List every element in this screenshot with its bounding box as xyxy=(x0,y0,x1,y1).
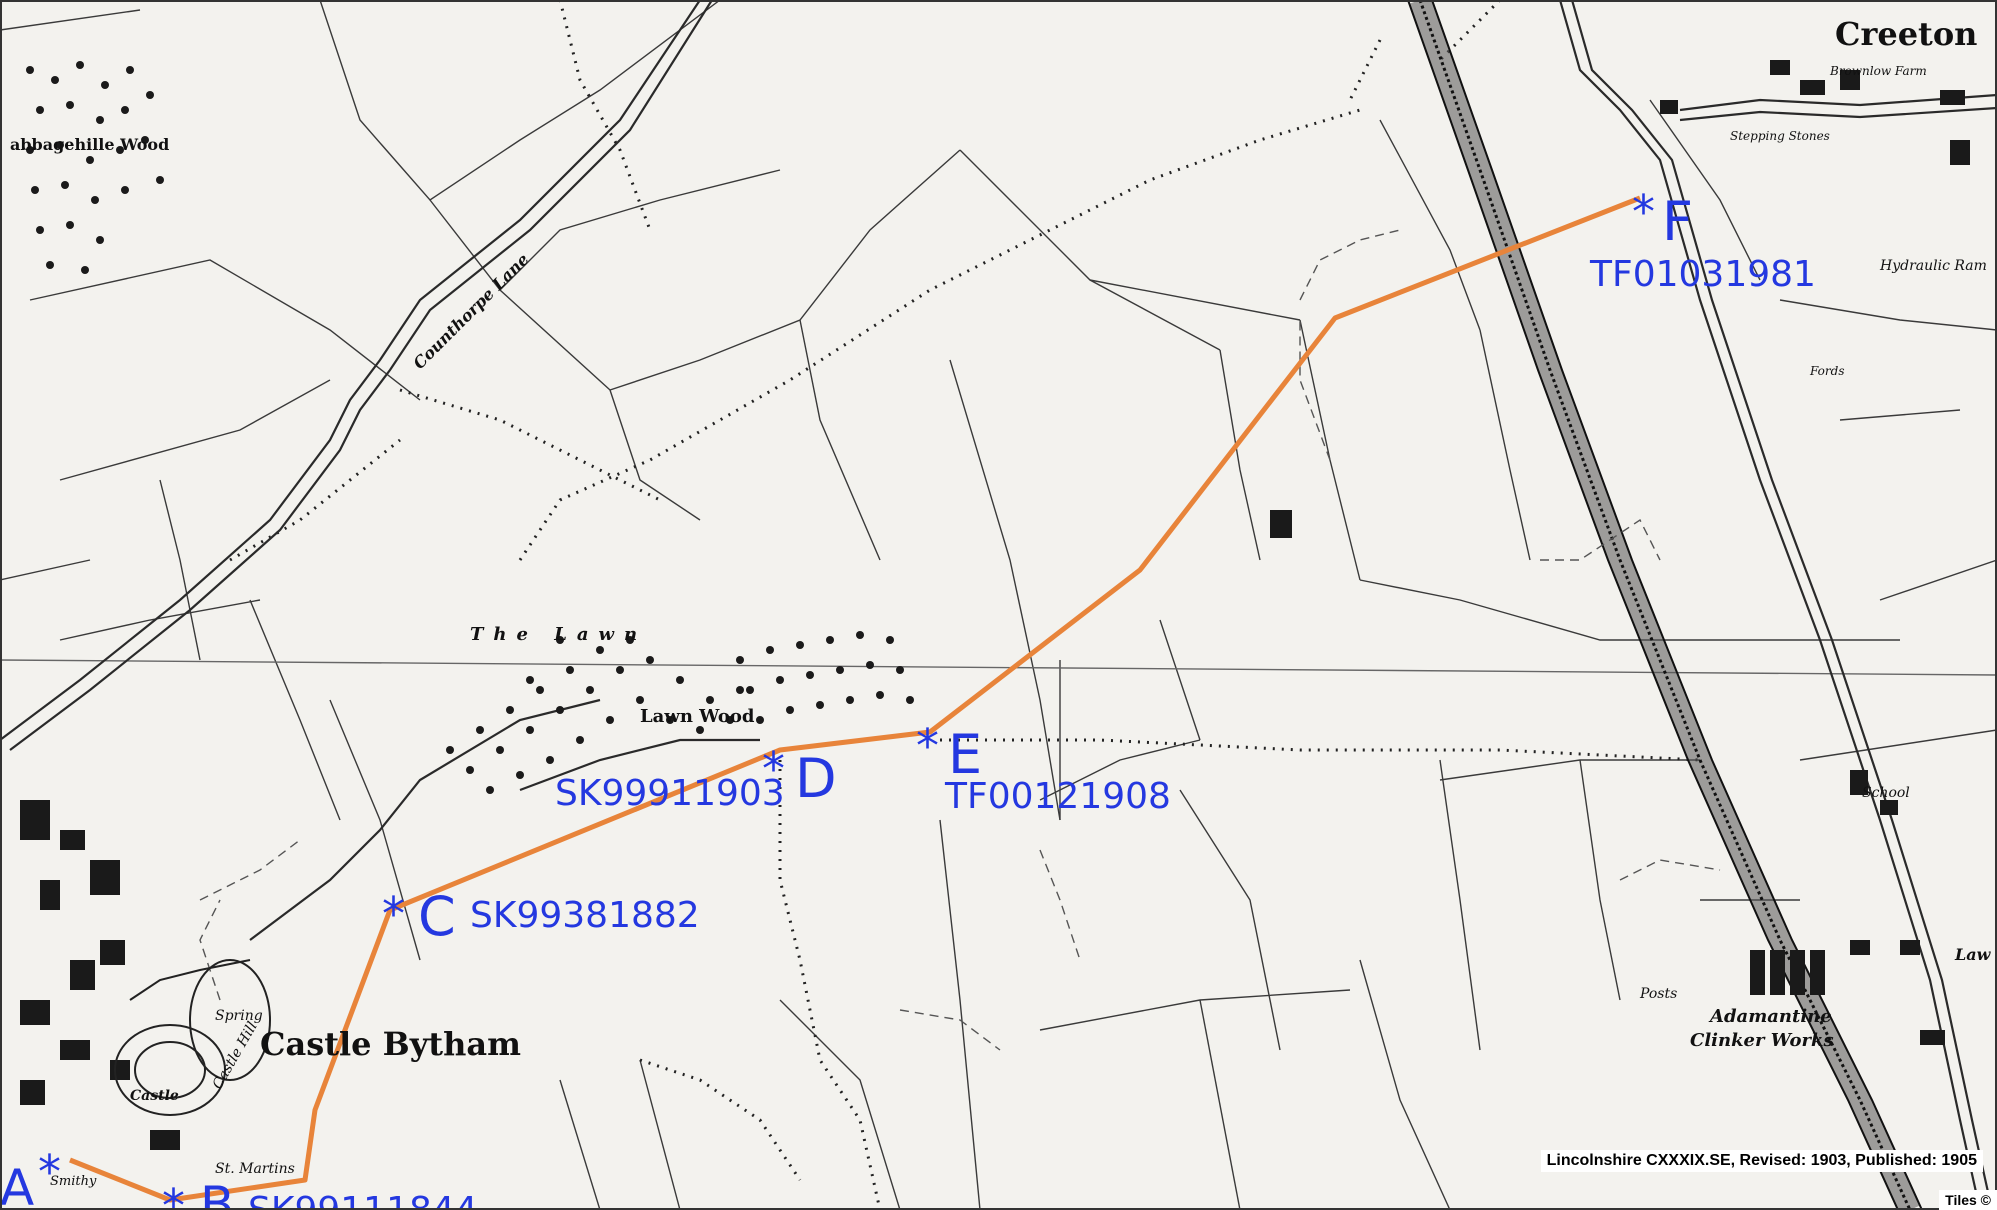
label-hydraulic-ram: Hydraulic Ram xyxy=(1879,258,1987,274)
label-creeton: Creeton xyxy=(1835,15,1977,53)
label-st-martins: St. Martins xyxy=(215,1161,295,1177)
waypoint-b-letter: B xyxy=(200,1176,234,1210)
waypoint-f[interactable]: * F TF01031981 xyxy=(1589,185,1816,295)
label-stepping-stones: Stepping Stones xyxy=(1730,129,1830,143)
waypoint-c[interactable]: * C SK99381882 xyxy=(382,885,700,948)
railway xyxy=(1407,0,1923,1210)
label-clinker-works: Clinker Works xyxy=(1690,1030,1834,1051)
label-posts: Posts xyxy=(1639,986,1677,1002)
waypoint-e-grid-ref: TF00121908 xyxy=(944,776,1171,817)
route-layer xyxy=(69,195,1641,1203)
buildings xyxy=(20,60,1970,1150)
waypoint-c-letter: C xyxy=(418,885,456,948)
waypoint-d-grid-ref: SK99911903 xyxy=(555,773,785,814)
label-school: School xyxy=(1862,785,1910,801)
map-attribution: Lincolnshire CXXXIX.SE, Revised: 1903, P… xyxy=(1540,1150,1983,1172)
castle-earthworks xyxy=(114,959,271,1116)
waypoint-a-letter: A xyxy=(0,1159,34,1210)
label-brownlow-farm: Brownlow Farm xyxy=(1829,64,1927,78)
waypoint-d[interactable]: * D SK99911903 xyxy=(555,742,837,814)
label-smithy: Smithy xyxy=(50,1174,97,1189)
waypoint-d-letter: D xyxy=(795,747,837,810)
waypoints: * A * B SK99111844 * C SK99381882 * D SK… xyxy=(0,185,1816,1210)
waypoint-d-marker-icon: * xyxy=(762,742,785,796)
label-law: Law xyxy=(1954,945,1992,964)
waypoint-f-marker-icon: * xyxy=(1632,185,1655,239)
woodland xyxy=(26,61,914,794)
label-adamantine: Adamantine xyxy=(1708,1006,1832,1027)
waypoint-a[interactable]: * A xyxy=(0,1145,61,1210)
label-spring: Spring xyxy=(215,1008,263,1024)
label-castle-bytham: Castle Bytham xyxy=(260,1025,521,1063)
waypoint-f-grid-ref: TF01031981 xyxy=(1589,254,1816,295)
dotted-boundaries xyxy=(229,0,1701,1210)
waypoint-e-letter: E xyxy=(948,723,982,786)
waypoint-b-marker-icon: * xyxy=(162,1179,185,1210)
waypoint-c-grid-ref: SK99381882 xyxy=(470,895,700,936)
waypoint-e[interactable]: * E TF00121908 xyxy=(916,719,1171,817)
contour-lines xyxy=(199,229,1721,1051)
waypoint-f-letter: F xyxy=(1662,190,1693,253)
label-lawn-wood: Lawn Wood xyxy=(640,706,755,727)
waypoint-c-marker-icon: * xyxy=(382,887,405,941)
waypoint-b-grid-ref: SK99111844 xyxy=(248,1190,478,1210)
label-castle: Castle xyxy=(130,1088,179,1104)
label-fords: Fords xyxy=(1809,364,1844,378)
walking-route[interactable] xyxy=(69,195,1641,1203)
waypoint-a-marker-icon: * xyxy=(38,1145,61,1199)
waypoint-e-marker-icon: * xyxy=(916,719,939,773)
label-the-lawn: The Lawn xyxy=(470,624,647,645)
waypoint-b[interactable]: * B SK99111844 xyxy=(162,1176,478,1210)
label-abbagehille-wood: abbagehille Wood xyxy=(10,135,169,154)
tiles-credit[interactable]: Tiles © xyxy=(1939,1190,1997,1210)
